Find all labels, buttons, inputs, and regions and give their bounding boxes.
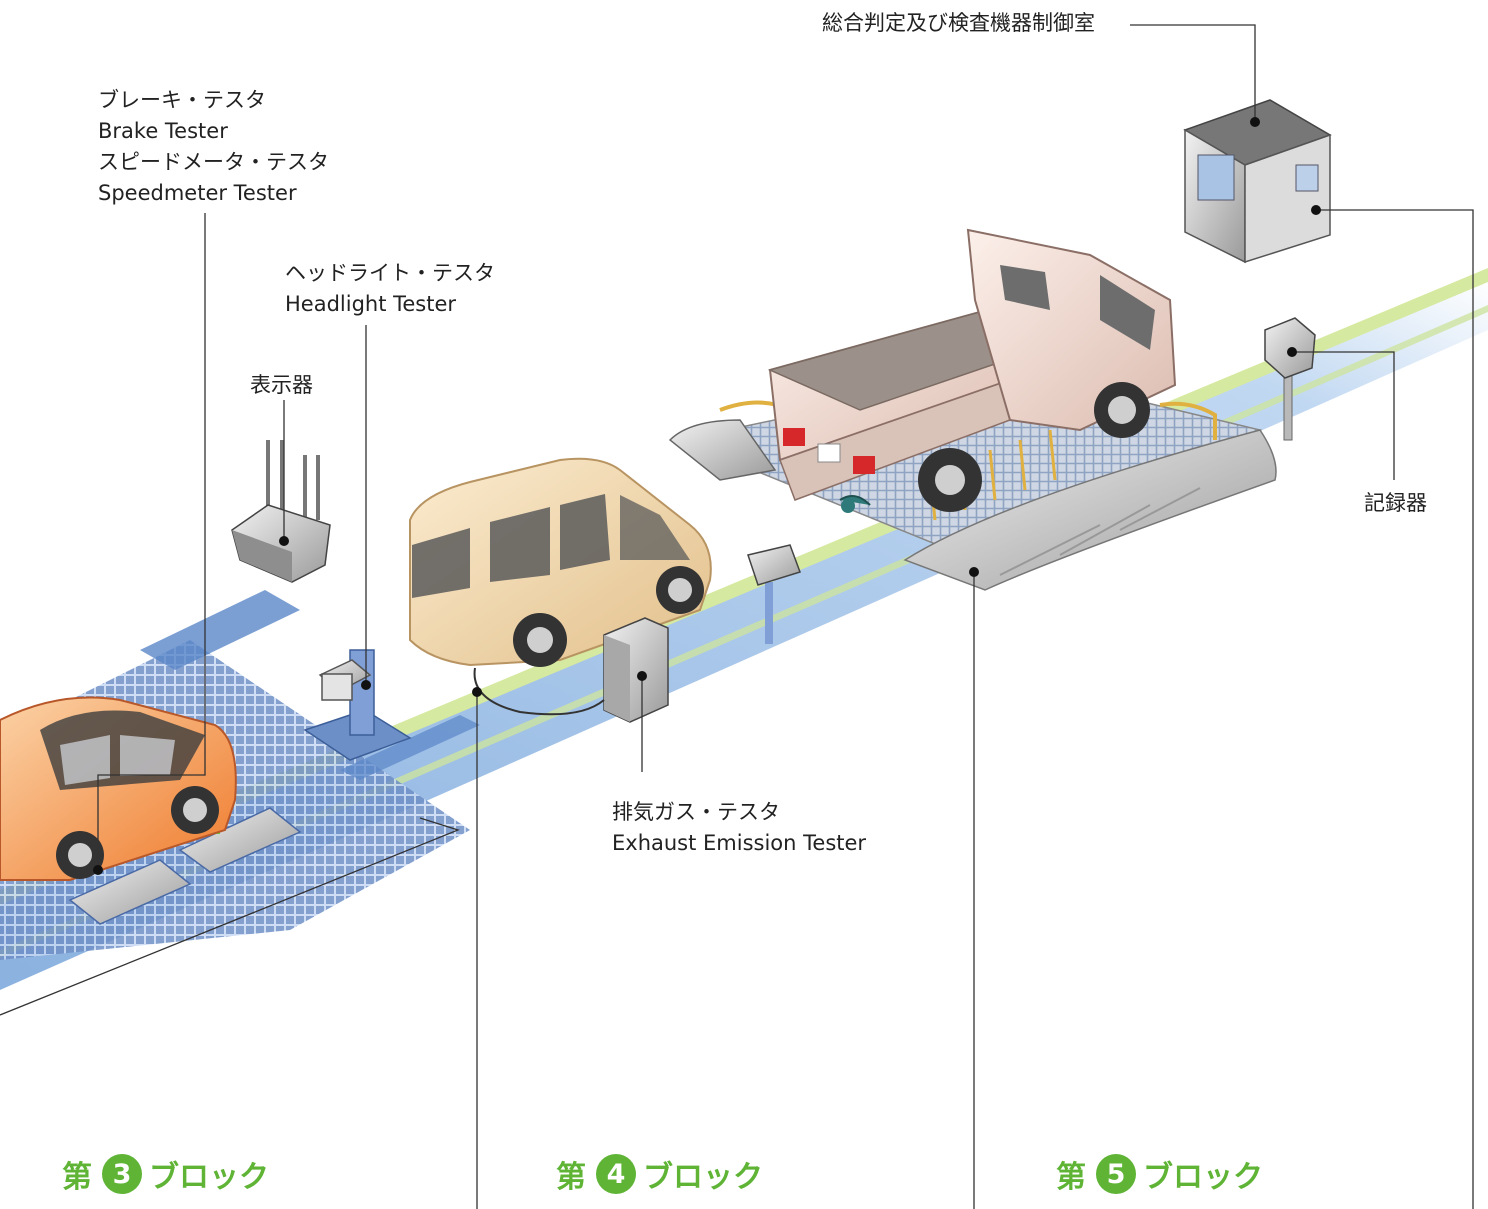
block3-guide-bar [340, 715, 480, 780]
brake-tester-ja: ブレーキ・テスタ [98, 88, 266, 112]
brake-speedometer-label: ブレーキ・テスタ Brake Tester スピードメータ・テスタ Speedm… [98, 85, 329, 209]
block-prefix: 第 [556, 1160, 586, 1195]
control-room-booth [1183, 99, 1332, 264]
van [409, 457, 712, 667]
speedometer-tester-en: Speedmeter Tester [98, 181, 297, 205]
pickup-truck [767, 228, 1177, 512]
speedometer-tester-ja: スピードメータ・テスタ [98, 150, 329, 174]
brake-roller-front [178, 807, 302, 873]
leader-lines [0, 24, 1474, 1209]
exhaust-tester-label: 排気ガス・テスタ Exhaust Emission Tester [612, 797, 866, 859]
block3-bracket [0, 817, 460, 1016]
block-number-badge: 4 [596, 1154, 636, 1194]
exhaust-tester-ja: 排気ガス・テスタ [612, 800, 780, 824]
display-unit [231, 440, 331, 583]
block-suffix: ブロック [643, 1160, 763, 1195]
exhaust-tester-device [473, 617, 669, 723]
headlight-tester-en: Headlight Tester [285, 292, 457, 316]
block-4-heading: 第 4 ブロック [556, 1152, 763, 1196]
display-label: 表示器 [250, 370, 313, 401]
display-text: 表示器 [250, 373, 313, 397]
leader-control-room [1130, 24, 1256, 122]
block3-guide-bar [140, 590, 300, 670]
headlight-tester-ja: ヘッドライト・テスタ [285, 261, 495, 285]
lane-signboard [747, 544, 801, 644]
block-3-heading: 第 3 ブロック [62, 1152, 269, 1196]
block-suffix: ブロック [1143, 1160, 1263, 1195]
block-suffix: ブロック [149, 1160, 269, 1195]
hatchback-car [0, 696, 237, 881]
pointer-dots [93, 117, 1321, 875]
block-number-badge: 3 [102, 1154, 142, 1194]
control-room-label: 総合判定及び検査機器制御室 [822, 8, 1095, 39]
headlight-tester-device [303, 649, 412, 761]
block-prefix: 第 [1056, 1160, 1086, 1195]
leader-brake-tester [97, 213, 206, 870]
control-room-text: 総合判定及び検査機器制御室 [822, 11, 1095, 35]
recorder-label: 記録器 [1364, 488, 1427, 519]
block-5-heading: 第 5 ブロック [1056, 1152, 1263, 1196]
leader-recorder [1292, 351, 1395, 480]
brake-roller-rear [68, 859, 192, 925]
headlight-tester-label: ヘッドライト・テスタ Headlight Tester [285, 258, 495, 320]
block-prefix: 第 [62, 1160, 92, 1195]
exhaust-tester-en: Exhaust Emission Tester [612, 831, 867, 855]
leader-block5-room [1316, 209, 1474, 1209]
brake-tester-en: Brake Tester [98, 119, 228, 143]
recorder-text: 記録器 [1364, 491, 1427, 515]
block-number-badge: 5 [1096, 1154, 1136, 1194]
